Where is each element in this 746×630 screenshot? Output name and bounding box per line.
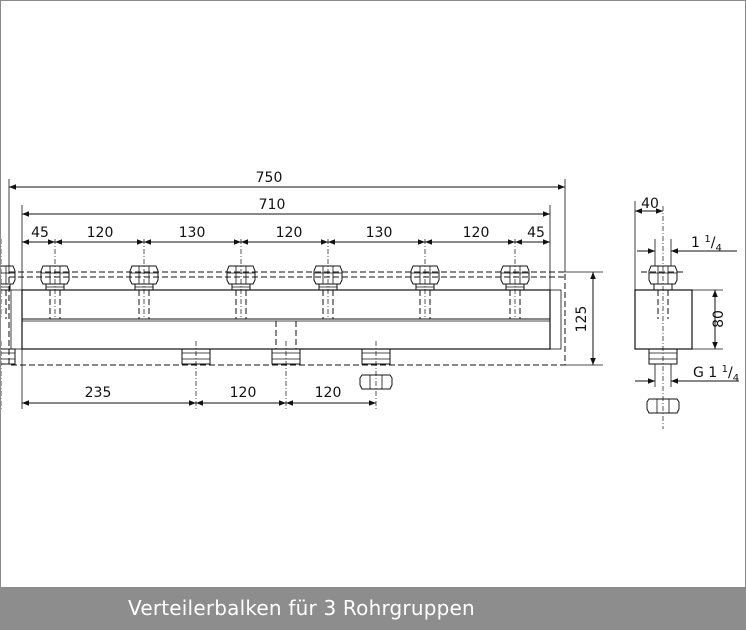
- dim-segment: 130: [366, 225, 393, 241]
- dim-segment: 130: [179, 225, 206, 241]
- dim-bottom: 235: [85, 385, 112, 401]
- dim-segment: 45: [527, 225, 545, 241]
- dim-segment: 120: [463, 225, 490, 241]
- top-fitting: [1, 239, 16, 319]
- dim-bottom: 120: [230, 385, 257, 401]
- dim-segment: 120: [276, 225, 303, 241]
- dim-side-width: 40: [641, 196, 659, 212]
- dim-side-height: 80: [711, 310, 727, 328]
- caption-text: Verteilerbalken für 3 Rohrgruppen: [128, 596, 475, 620]
- dim-height: 125: [574, 306, 590, 333]
- side-body: [634, 289, 693, 350]
- bottom-fittings: [1, 321, 393, 410]
- drawing-frame: 750 710 45 120 130 120 130 120 45 235 12…: [0, 0, 746, 588]
- side-view: 40 1 1/4 80 G 1 1/4: [634, 196, 739, 429]
- dim-segment: 120: [87, 225, 114, 241]
- top-fittings: [1, 238, 530, 320]
- caption-bar: Verteilerbalken für 3 Rohrgruppen: [0, 588, 746, 630]
- bottom-fitting: [1, 341, 16, 409]
- dim-overall-length: 750: [256, 170, 283, 186]
- dim-segment: 45: [31, 225, 49, 241]
- bottom-nut: [359, 374, 393, 390]
- dim-inner-length: 710: [259, 197, 286, 213]
- front-view: 750 710 45 120 130 120 130 120 45 235 12…: [1, 170, 603, 410]
- dim-bottom: 120: [315, 385, 342, 401]
- front-dashed-outline: [8, 271, 566, 366]
- thread-bottom-label: G 1 1/4: [693, 364, 739, 384]
- technical-drawing: 750 710 45 120 130 120 130 120 45 235 12…: [1, 170, 739, 429]
- thread-top-label: 1 1/4: [691, 234, 722, 254]
